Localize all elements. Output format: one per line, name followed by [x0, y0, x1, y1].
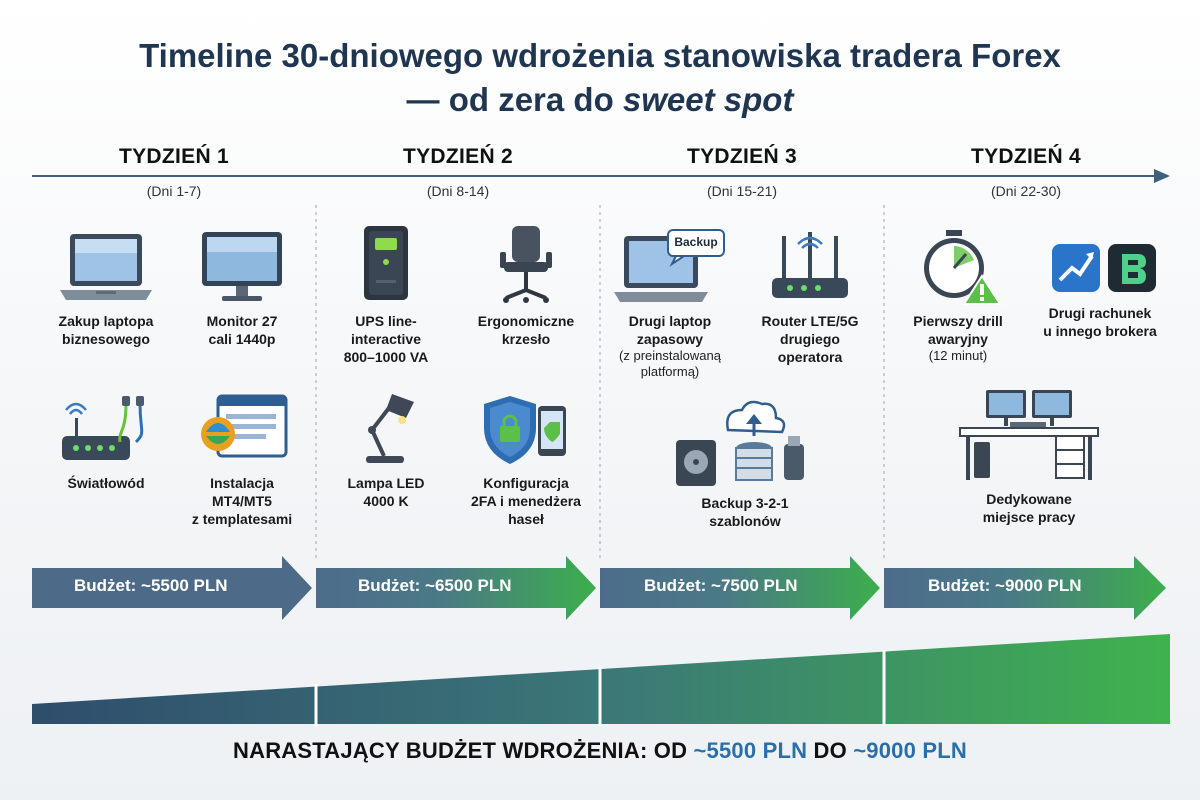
- item-lte-router-label: Router LTE/5G drugiego operatora: [761, 313, 859, 365]
- week-header-4: TYDZIEŃ 4 (Dni 22-30): [884, 145, 1168, 199]
- monitor-icon: [202, 232, 282, 301]
- item-laptop-label: Zakup laptopa biznesowego: [58, 313, 154, 347]
- week-4-label: TYDZIEŃ 4: [970, 145, 1082, 168]
- item-lamp-label: Lampa LED 4000 K: [347, 475, 425, 509]
- item-workstation-label: Dedykowane miejsce pracy: [982, 491, 1076, 525]
- item-laptop: Zakup laptopa biznesowego: [36, 230, 176, 348]
- item-monitor: Monitor 27 cali 1440p: [172, 230, 312, 348]
- item-drill-sub: (12 minut): [928, 348, 988, 363]
- footer-summary: NARASTAJĄCY BUDŻET WDROŻENIA: OD ~5500 P…: [0, 738, 1200, 764]
- item-backup-laptop-label: Drugi laptop zapasowy: [628, 313, 712, 347]
- item-monitor-label: Monitor 27 cali 1440p: [206, 313, 278, 347]
- item-second-broker-label: Drugi rachunek u innego brokera: [1043, 305, 1157, 339]
- week-1-days: (Dni 1-7): [146, 183, 202, 199]
- footer-from: ~5500 PLN: [693, 738, 808, 763]
- backup-bubble-text: Backup: [674, 235, 718, 249]
- ups-icon: [364, 226, 408, 300]
- item-lte-router: Router LTE/5G drugiego operatora: [740, 228, 880, 366]
- chair-icon: [500, 226, 552, 303]
- desk-lamp-icon: [366, 394, 414, 463]
- budget-week-4: Budżet: ~9000 PLN: [928, 576, 1082, 595]
- item-second-broker: Drugi rachunek u innego brokera: [1030, 238, 1170, 340]
- item-lamp: Lampa LED 4000 K: [316, 388, 456, 510]
- item-drill: Pierwszy drill awaryjny (12 minut): [888, 228, 1028, 364]
- item-ups-label: UPS line- interactive 800–1000 VA: [343, 313, 429, 365]
- item-backup-laptop: Backup Drugi laptop zapasowy (z preinsta…: [600, 228, 740, 380]
- router-fiber-icon: [62, 396, 144, 460]
- backup-laptop-icon: [614, 229, 725, 302]
- item-ups: UPS line- interactive 800–1000 VA: [316, 222, 456, 366]
- week-4-days: (Dni 22-30): [990, 183, 1062, 199]
- title-line-2: — od zera do sweet spot: [0, 78, 1200, 122]
- budget-week-2: Budżet: ~6500 PLN: [358, 576, 512, 595]
- item-backup-storage-label: Backup 3-2-1 szablonów: [701, 495, 789, 529]
- budget-week-1: Budżet: ~5500 PLN: [74, 576, 228, 595]
- week-3-days: (Dni 15-21): [706, 183, 778, 199]
- item-security-label: Konfiguracja 2FA i menedżera haseł: [471, 475, 581, 527]
- week-header-1: TYDZIEŃ 1 (Dni 1-7): [32, 145, 316, 199]
- footer-mid: DO: [807, 738, 854, 763]
- lte-router-icon: [772, 232, 848, 298]
- title-line-2-emphasis: sweet spot: [622, 81, 794, 118]
- item-chair: Ergonomiczne krzesło: [456, 222, 596, 348]
- week-2-days: (Dni 8-14): [426, 183, 490, 199]
- item-workstation: Dedykowane miejsce pracy: [944, 384, 1114, 526]
- workstation-icon: [959, 390, 1099, 480]
- laptop-icon: [60, 234, 152, 300]
- shield-lock-icon: [484, 396, 566, 464]
- budget-week-3: Budżet: ~7500 PLN: [644, 576, 798, 595]
- backup-storage-icon: [676, 400, 804, 486]
- item-backup-storage: Backup 3-2-1 szablonów: [660, 396, 830, 530]
- week-header-2: TYDZIEŃ 2 (Dni 8-14): [316, 145, 600, 199]
- stopwatch-warning-icon: [924, 230, 1002, 305]
- footer-prefix: NARASTAJĄCY BUDŻET WDROŻENIA: OD: [233, 738, 694, 763]
- item-platform: Instalacja MT4/MT5 z templatesami: [172, 392, 312, 528]
- week-header-3: TYDZIEŃ 3 (Dni 15-21): [600, 145, 884, 199]
- item-drill-label: Pierwszy drill awaryjny: [913, 313, 1003, 347]
- page-title: Timeline 30-dniowego wdrożenia stanowisk…: [0, 34, 1200, 122]
- item-backup-laptop-sub: (z preinstalowaną platformą): [619, 348, 721, 379]
- broker-apps-icon: [1052, 244, 1156, 292]
- budget-growth-wedge: [32, 634, 1170, 724]
- item-fiber-label: Światłowód: [67, 475, 145, 491]
- week-1-label: TYDZIEŃ 1: [118, 145, 230, 168]
- item-platform-label: Instalacja MT4/MT5 z templatesami: [191, 475, 293, 527]
- item-chair-label: Ergonomiczne krzesło: [477, 313, 575, 347]
- item-fiber: Światłowód: [36, 392, 176, 492]
- item-security: Konfiguracja 2FA i menedżera haseł: [456, 392, 596, 528]
- platform-window-icon: [201, 394, 288, 458]
- title-line-1: Timeline 30-dniowego wdrożenia stanowisk…: [139, 37, 1061, 74]
- week-3-label: TYDZIEŃ 3: [686, 145, 798, 168]
- footer-to: ~9000 PLN: [853, 738, 967, 763]
- title-line-2-prefix: — od zera do: [406, 81, 623, 118]
- week-2-label: TYDZIEŃ 2: [402, 145, 514, 168]
